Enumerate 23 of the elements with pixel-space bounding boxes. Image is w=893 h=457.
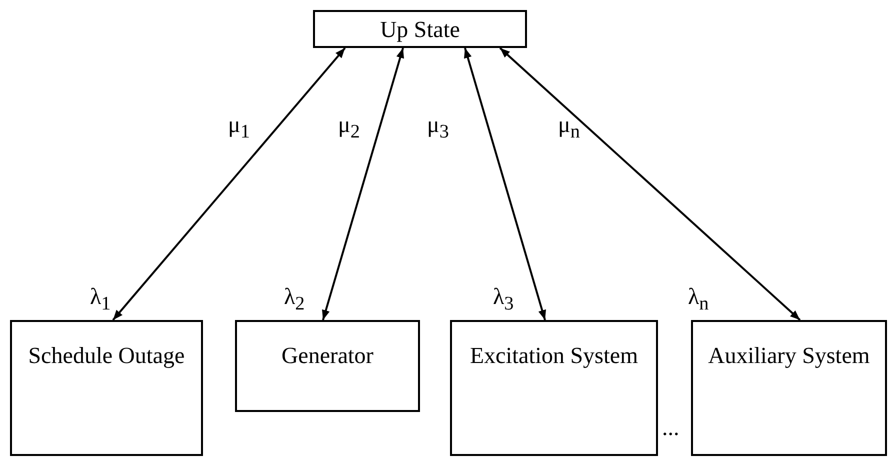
state-label: Generator — [282, 342, 374, 370]
state-box — [313, 10, 527, 48]
double-arrow — [499, 47, 801, 321]
rate-label: λ$_{1}$ — [90, 284, 111, 317]
double-arrow — [322, 48, 404, 320]
rate-label: μ$_{2}$ — [338, 112, 360, 145]
rate-label: μ$_{3}$ — [427, 112, 449, 145]
rate-label: λ$_{n}$ — [688, 284, 709, 317]
state-label: Up State — [380, 16, 460, 44]
state-label: Auxiliary System — [708, 342, 870, 370]
state-box — [10, 320, 203, 456]
ellipsis: ... — [662, 415, 680, 441]
rate-label: λ$_{3}$ — [493, 284, 514, 317]
double-arrow — [464, 48, 546, 320]
rate-label: μ$_{1}$ — [228, 112, 250, 145]
state-label: Excitation System — [470, 342, 638, 370]
state-box — [450, 320, 658, 456]
rate-label: λ$_{2}$ — [284, 284, 305, 317]
double-arrow — [112, 47, 346, 321]
state-box — [691, 320, 887, 456]
state-box — [235, 320, 420, 412]
state-label: Schedule Outage — [28, 342, 185, 370]
rate-label: μ$_{n}$ — [558, 112, 580, 145]
